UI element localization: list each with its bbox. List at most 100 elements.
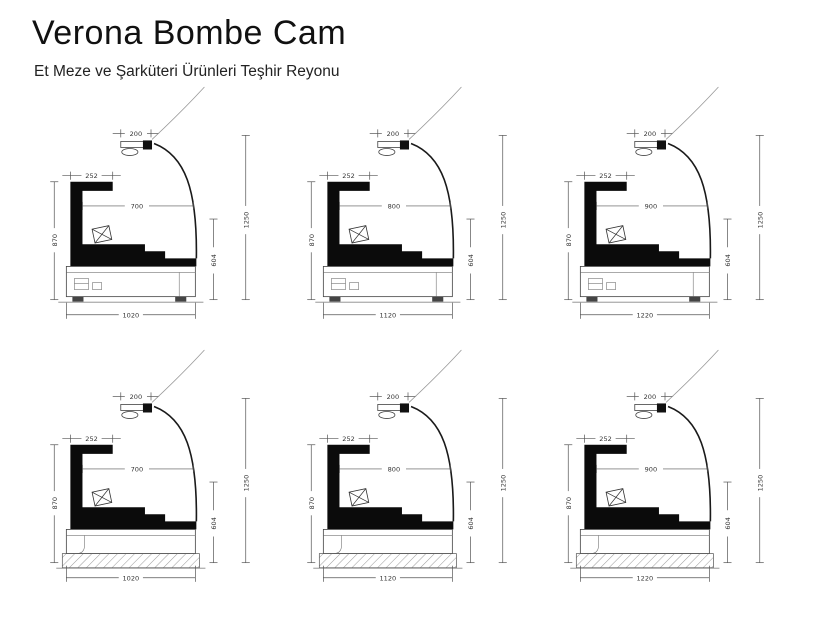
deck-profile (584, 444, 711, 530)
curved-glass-open (665, 349, 719, 403)
dim-overall-width-label: 1120 (380, 574, 397, 582)
deck-profile (327, 444, 454, 530)
dim-shelf-width-label: 700 (131, 202, 144, 210)
machine-base (315, 266, 461, 303)
page-subtitle: Et Meze ve Şarküteri Ürünleri Teşhir Rey… (34, 63, 340, 80)
dim-front-height-label: 604 (467, 254, 475, 267)
dim-canopy-width: 200 (369, 129, 417, 138)
curved-glass-closed (410, 405, 455, 522)
dim-overall-height: 1250 (498, 135, 507, 301)
curved-glass-closed (667, 142, 712, 259)
dim-body-height-label: 870 (308, 497, 316, 509)
dim-shelf-width: 900 (596, 201, 708, 210)
dim-body-height-label: 870 (565, 497, 573, 509)
dim-body-height: 870 (564, 444, 573, 564)
drain-box-icon (348, 488, 370, 507)
plinth-base (313, 529, 463, 569)
dim-top-ledge-label: 252 (599, 172, 612, 180)
dim-canopy-width: 200 (369, 392, 417, 401)
dim-overall-width: 1220 (579, 302, 710, 319)
dim-top-ledge: 252 (576, 171, 635, 180)
dim-body-height: 870 (307, 444, 316, 564)
canopy-lamp-housing (120, 140, 153, 156)
drain-box-icon (605, 488, 627, 507)
dim-overall-height-label: 1250 (499, 212, 507, 229)
canopy-lamp-housing (120, 403, 153, 419)
drawing-cell: 200 (289, 348, 526, 605)
dim-overall-width: 1120 (322, 302, 453, 319)
drawing-cell: 200 (32, 85, 269, 342)
drain-box-icon (348, 225, 370, 244)
dim-overall-width: 1120 (322, 565, 453, 582)
lamp-icon (635, 148, 653, 156)
dim-overall-height: 1250 (755, 398, 764, 564)
plinth-base (570, 529, 720, 569)
curved-glass-closed (410, 142, 455, 259)
dim-front-height: 604 (209, 218, 218, 301)
page-title: Verona Bombe Cam (32, 14, 347, 52)
dim-top-ledge: 252 (62, 171, 121, 180)
dim-front-height-label: 604 (210, 517, 218, 530)
dim-overall-height: 1250 (755, 135, 764, 301)
glass-hinge-block (142, 140, 153, 150)
dim-overall-height-label: 1250 (242, 212, 250, 229)
dim-front-height-label: 604 (210, 254, 218, 267)
dim-shelf-width: 900 (596, 464, 708, 473)
dim-shelf-width-label: 800 (388, 465, 401, 473)
curved-glass-open (151, 349, 205, 403)
dim-shelf-width: 700 (82, 464, 194, 473)
drawing-cell: 200 (546, 348, 783, 605)
deck-profile (70, 181, 197, 267)
dim-top-ledge-label: 252 (342, 435, 355, 443)
dim-front-height: 604 (723, 481, 732, 564)
dim-body-height-label: 870 (565, 234, 573, 246)
dim-overall-height: 1250 (241, 398, 250, 564)
glass-hinge-block (656, 403, 667, 413)
dim-front-height-label: 604 (724, 517, 732, 530)
dim-front-height: 604 (209, 481, 218, 564)
curved-glass-open (408, 86, 462, 140)
dim-overall-height-label: 1250 (242, 475, 250, 492)
dim-overall-height-label: 1250 (756, 475, 764, 492)
dim-canopy-width-label: 200 (387, 393, 400, 401)
dim-overall-width: 1020 (65, 302, 196, 319)
dim-front-height-label: 604 (467, 517, 475, 530)
glass-hinge-block (399, 403, 410, 413)
curved-glass-closed (153, 405, 198, 522)
dim-overall-width-label: 1020 (123, 574, 140, 582)
canopy-lamp-housing (377, 140, 410, 156)
glass-hinge-block (142, 403, 153, 413)
curved-glass-closed (153, 142, 198, 259)
drawing-cell: 200 (546, 85, 783, 342)
dim-overall-height: 1250 (498, 398, 507, 564)
dim-overall-width-label: 1020 (123, 311, 140, 319)
drawing-cell: 200 (32, 348, 269, 605)
dim-shelf-width-label: 700 (131, 465, 144, 473)
dim-front-height: 604 (466, 481, 475, 564)
deck-profile (70, 444, 197, 530)
dim-canopy-width: 200 (112, 129, 160, 138)
dim-top-ledge: 252 (62, 434, 121, 443)
dim-body-height: 870 (50, 181, 59, 301)
dim-overall-width-label: 1120 (380, 311, 397, 319)
curved-glass-closed (667, 405, 712, 522)
drain-pipe (70, 535, 85, 554)
drain-pipe (327, 535, 342, 554)
drawings-grid: 200 (32, 85, 819, 605)
dim-shelf-width: 800 (339, 201, 451, 210)
dim-overall-width: 1020 (65, 565, 196, 582)
dim-body-height-label: 870 (308, 234, 316, 246)
canopy-lamp-housing (377, 403, 410, 419)
dim-body-height: 870 (307, 181, 316, 301)
dim-overall-height-label: 1250 (756, 212, 764, 229)
glass-hinge-block (656, 140, 667, 150)
dim-top-ledge-label: 252 (85, 435, 98, 443)
dim-top-ledge: 252 (576, 434, 635, 443)
curved-glass-open (151, 86, 205, 140)
glass-hinge-block (399, 140, 410, 150)
machine-base (58, 266, 204, 303)
curved-glass-open (408, 349, 462, 403)
drawing-cell: 200 (289, 85, 526, 342)
dim-canopy-width: 200 (626, 392, 674, 401)
dim-body-height-label: 870 (51, 497, 59, 509)
